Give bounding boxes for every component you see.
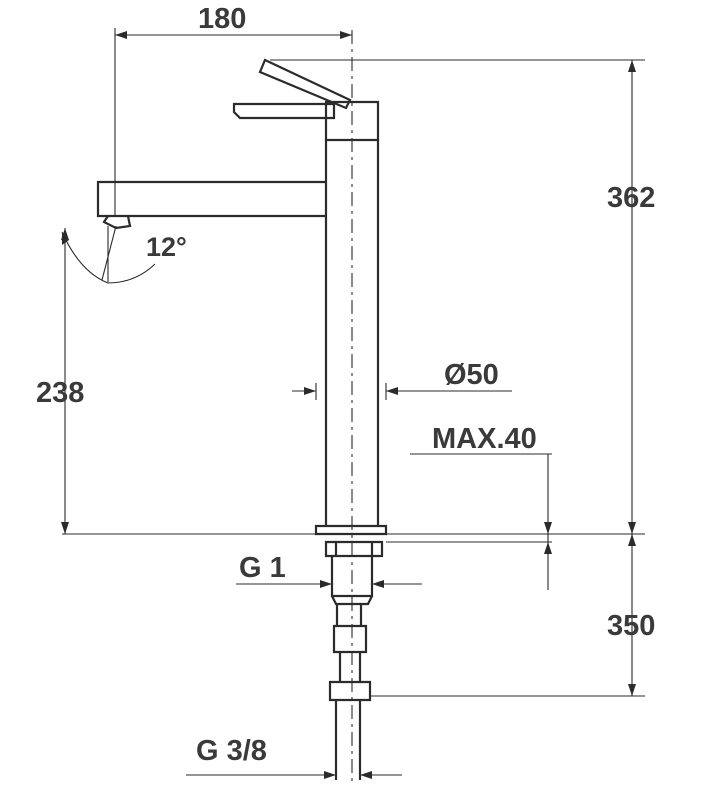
lever-handle-raised	[258, 58, 352, 110]
arrow-180-left	[115, 31, 127, 39]
faucet-outline	[96, 58, 388, 780]
spout-arm	[96, 180, 326, 218]
lever-handle-closed	[232, 102, 336, 120]
dim-label-diameter: Ø50	[444, 359, 499, 391]
base-flange	[314, 524, 388, 536]
dim-label-238: 238	[36, 377, 84, 409]
flex-hose	[335, 604, 363, 626]
dim-label-max-40: MAX.40	[432, 423, 537, 455]
dim-label-180: 180	[198, 3, 246, 35]
dim-label-362: 362	[607, 182, 655, 214]
main-column	[324, 140, 380, 526]
arrow-180-right	[340, 31, 352, 39]
dim-label-g38: G 3/8	[196, 735, 267, 767]
dimension-lines	[61, 28, 645, 779]
hose-nut	[328, 680, 372, 702]
dim-label-350: 350	[607, 610, 655, 642]
arrow-238-bottom	[61, 522, 69, 534]
lower-hose	[334, 700, 362, 780]
arrow-362-bottom	[628, 522, 636, 534]
dim-label-angle: 12°	[146, 232, 187, 262]
mounting-nut	[324, 540, 384, 558]
hose-fitting	[332, 624, 368, 682]
arrow-362-top	[628, 60, 636, 72]
dim-label-g1: G 1	[239, 552, 286, 584]
